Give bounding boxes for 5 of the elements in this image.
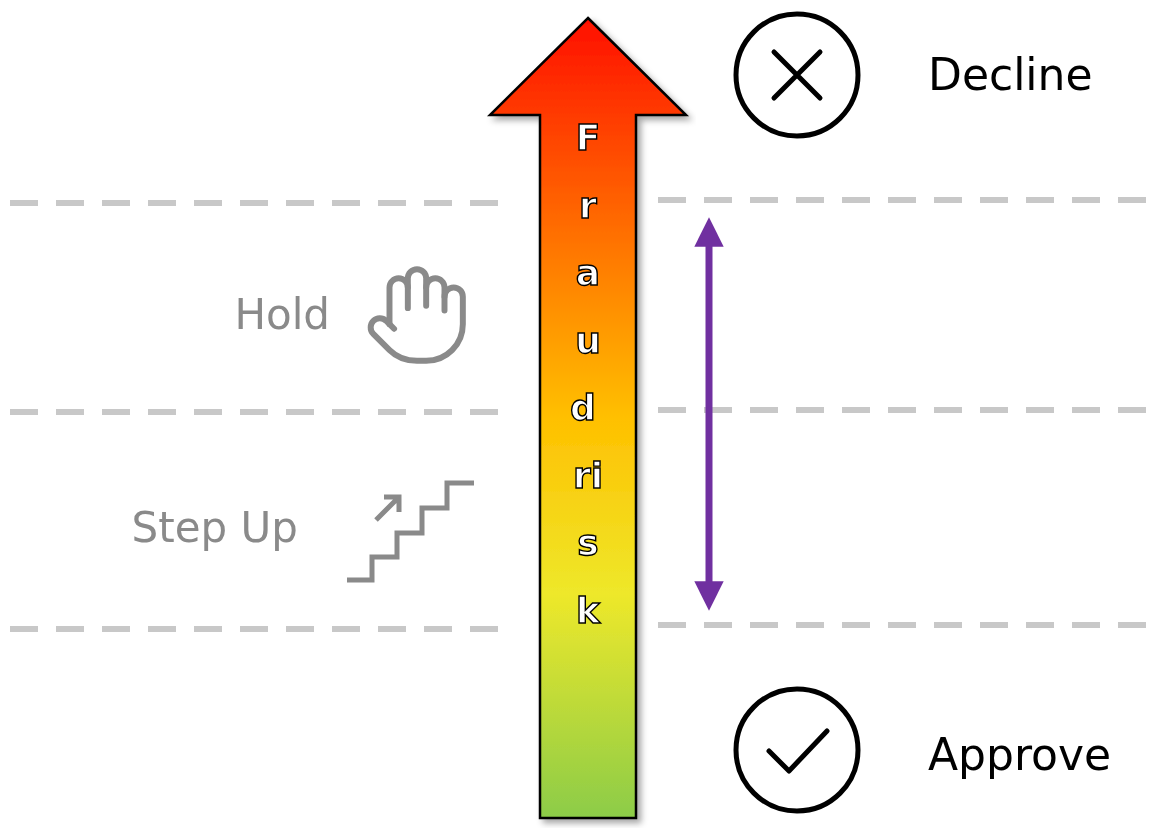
outcome-label: Step Up [131,502,298,554]
outcome-label: Approve [928,728,1112,782]
vertical-label: Fraud risk [570,116,605,633]
outcome-label: Hold [234,289,330,341]
outcome-label: Decline [928,48,1093,102]
